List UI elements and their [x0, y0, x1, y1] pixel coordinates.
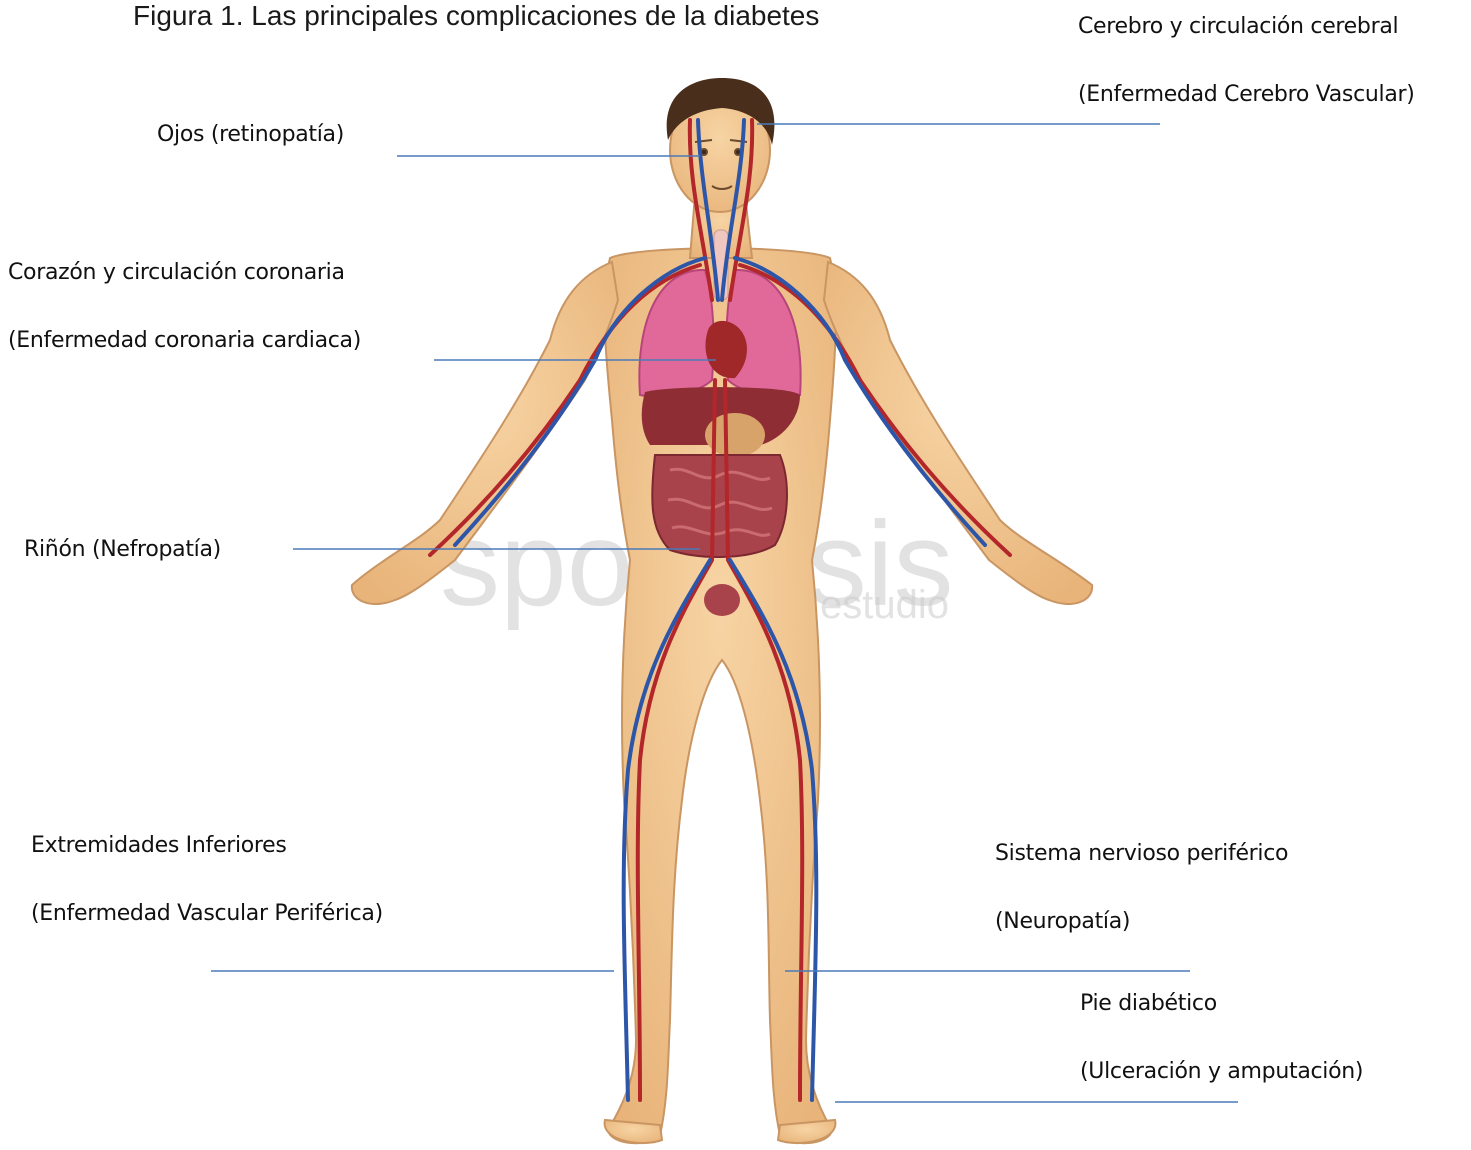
intestines [652, 455, 787, 557]
label-nervioso-line2: (Neuropatía) [995, 909, 1130, 934]
label-extremidades-line2: (Enfermedad Vascular Periférica) [31, 901, 383, 926]
label-corazon-line2: (Enfermedad coronaria cardiaca) [8, 328, 361, 353]
label-pie-line2: (Ulceración y amputación) [1080, 1059, 1363, 1084]
bladder [704, 584, 740, 616]
label-corazon-line1: Corazón y circulación coronaria [8, 260, 345, 285]
label-cerebro-line2: (Enfermedad Cerebro Vascular) [1078, 82, 1415, 107]
label-rinon: Riñón (Nefropatía) [24, 537, 221, 562]
svg-text:estudio: estudio [820, 583, 949, 627]
label-extremidades-line1: Extremidades Inferiores [31, 833, 287, 858]
label-pie-line1: Pie diabético [1080, 991, 1217, 1016]
label-cerebro-line1: Cerebro y circulación cerebral [1078, 14, 1398, 39]
label-nervioso-line1: Sistema nervioso periférico [995, 841, 1288, 866]
label-ojos: Ojos (retinopatía) [157, 122, 344, 147]
